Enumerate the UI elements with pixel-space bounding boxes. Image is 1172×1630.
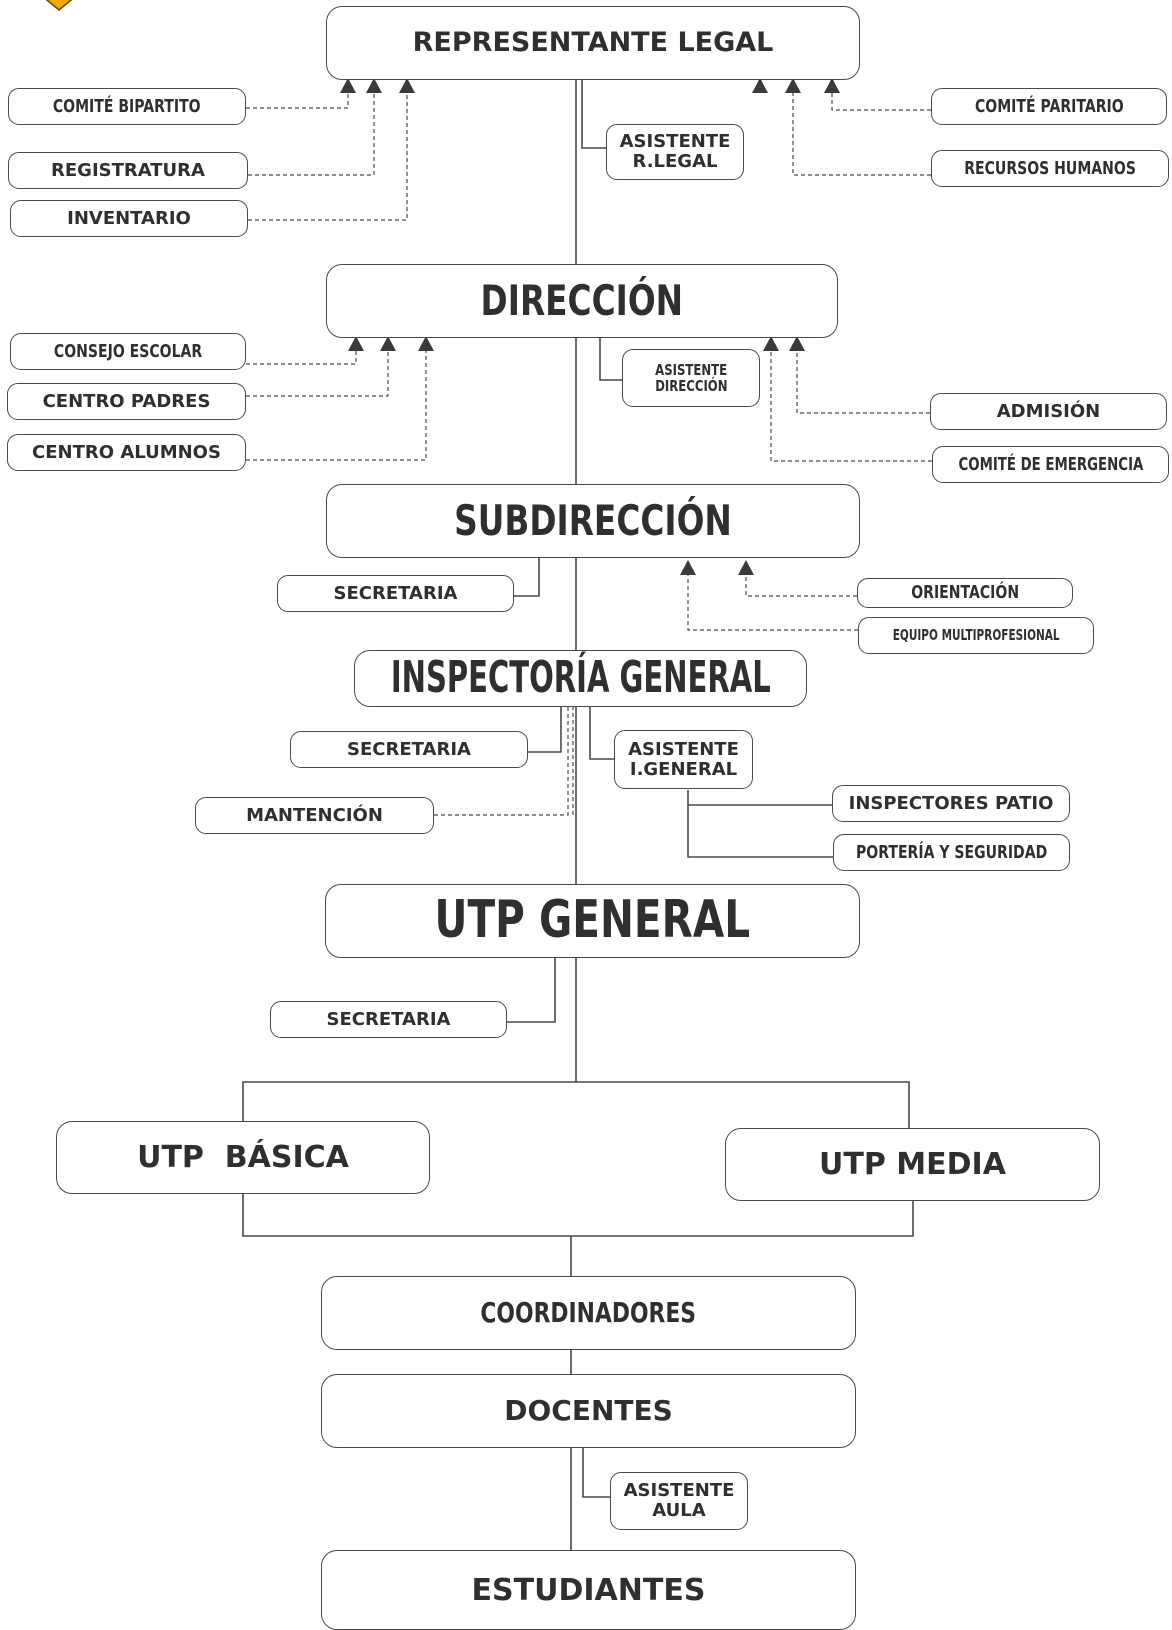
porteria-seguridad-label: PORTERÍA Y SEGURIDAD <box>855 841 1048 863</box>
registratura-box: REGISTRATURA <box>8 152 248 189</box>
orientacion-label: ORIENTACIÓN <box>911 582 1019 604</box>
direccion-box: DIRECCIÓN <box>326 264 838 338</box>
direccion-label: DIRECCIÓN <box>480 275 684 325</box>
estudiantes-label: ESTUDIANTES <box>471 1572 706 1608</box>
centro-alumnos-box: CENTRO ALUMNOS <box>7 434 246 471</box>
comite-paritario-label: COMITÉ PARITARIO <box>974 95 1124 117</box>
admision-box: ADMISIÓN <box>930 393 1167 430</box>
mantencion-box: MANTENCIÓN <box>195 797 434 834</box>
utp-media-label: UTP MEDIA <box>819 1147 1006 1182</box>
comite-paritario-box: COMITÉ PARITARIO <box>931 88 1167 125</box>
asistente-igeneral-box: ASISTENTE I.GENERAL <box>614 730 753 789</box>
secretaria-insp-box: SECRETARIA <box>290 731 528 768</box>
consejo-escolar-box: CONSEJO ESCOLAR <box>10 333 246 370</box>
comite-emergencia-label: COMITÉ DE EMERGENCIA <box>958 453 1143 475</box>
asistente-direccion-line1: ASISTENTE <box>654 360 728 379</box>
asistente-igeneral-line1: ASISTENTE <box>628 738 739 760</box>
inspectoria-general-label: INSPECTORÍA GENERAL <box>390 652 771 704</box>
mantencion-label: MANTENCIÓN <box>246 804 383 826</box>
coordinadores-box: COORDINADORES <box>321 1276 856 1350</box>
representante-legal-box: REPRESENTANTE LEGAL <box>326 6 860 80</box>
secretaria-insp-label: SECRETARIA <box>347 738 471 760</box>
dashed-connectors <box>246 90 932 816</box>
asistente-rlegal-box: ASISTENTE R.LEGAL <box>606 124 744 180</box>
asistente-direccion-box: ASISTENTE DIRECCIÓN <box>622 349 760 407</box>
asistente-rlegal-line1: ASISTENTE <box>619 131 731 153</box>
equipo-multiprofesional-box: EQUIPO MULTIPROFESIONAL <box>858 617 1094 654</box>
centro-padres-label: CENTRO PADRES <box>42 390 211 412</box>
recursos-humanos-label: RECURSOS HUMANOS <box>964 157 1136 179</box>
utp-media-box: UTP MEDIA <box>725 1128 1100 1201</box>
porteria-seguridad-box: PORTERÍA Y SEGURIDAD <box>833 834 1070 871</box>
centro-alumnos-label: CENTRO ALUMNOS <box>32 441 221 463</box>
docentes-label: DOCENTES <box>504 1393 673 1427</box>
equipo-multiprofesional-label: EQUIPO MULTIPROFESIONAL <box>892 626 1060 645</box>
comite-emergencia-box: COMITÉ DE EMERGENCIA <box>932 446 1169 483</box>
asistente-aula-box: ASISTENTE AULA <box>610 1472 748 1530</box>
docentes-box: DOCENTES <box>321 1374 856 1448</box>
registratura-label: REGISTRATURA <box>51 159 205 181</box>
representante-legal-label: REPRESENTANTE LEGAL <box>412 27 774 59</box>
utp-basica-label: UTP BÁSICA <box>137 1140 349 1175</box>
asistente-aula-line2: AULA <box>652 1500 706 1521</box>
admision-label: ADMISIÓN <box>996 400 1101 422</box>
secretaria-sub-box: SECRETARIA <box>277 575 514 612</box>
comite-bipartito-label: COMITÉ BIPARTITO <box>53 95 201 117</box>
asistente-aula-line1: ASISTENTE <box>623 1480 735 1502</box>
inspectores-patio-label: INSPECTORES PATIO <box>848 792 1054 814</box>
school-logo-icon <box>45 0 73 11</box>
inspectoria-general-box: INSPECTORÍA GENERAL <box>354 650 807 707</box>
asistente-igeneral-line2: I.GENERAL <box>629 758 738 780</box>
utp-basica-box: UTP BÁSICA <box>56 1121 430 1194</box>
centro-padres-box: CENTRO PADRES <box>7 383 246 420</box>
asistente-direccion-line2: DIRECCIÓN <box>654 377 728 395</box>
consejo-escolar-label: CONSEJO ESCOLAR <box>53 340 203 362</box>
inspectores-patio-box: INSPECTORES PATIO <box>832 785 1070 822</box>
comite-bipartito-box: COMITÉ BIPARTITO <box>8 88 246 125</box>
secretaria-utp-box: SECRETARIA <box>270 1001 507 1038</box>
orientacion-box: ORIENTACIÓN <box>857 578 1073 608</box>
subdireccion-label: SUBDIRECCIÓN <box>454 495 732 545</box>
arrowheads <box>340 78 840 575</box>
recursos-humanos-box: RECURSOS HUMANOS <box>931 150 1169 187</box>
estudiantes-box: ESTUDIANTES <box>321 1550 856 1630</box>
inventario-label: INVENTARIO <box>67 207 191 229</box>
utp-general-label: UTP GENERAL <box>434 890 751 951</box>
utp-general-box: UTP GENERAL <box>325 884 860 958</box>
asistente-rlegal-line2: R.LEGAL <box>632 151 718 172</box>
secretaria-sub-label: SECRETARIA <box>333 582 458 604</box>
secretaria-utp-label: SECRETARIA <box>326 1008 451 1030</box>
inventario-box: INVENTARIO <box>10 200 248 237</box>
subdireccion-box: SUBDIRECCIÓN <box>326 484 860 558</box>
coordinadores-label: COORDINADORES <box>480 1295 697 1329</box>
